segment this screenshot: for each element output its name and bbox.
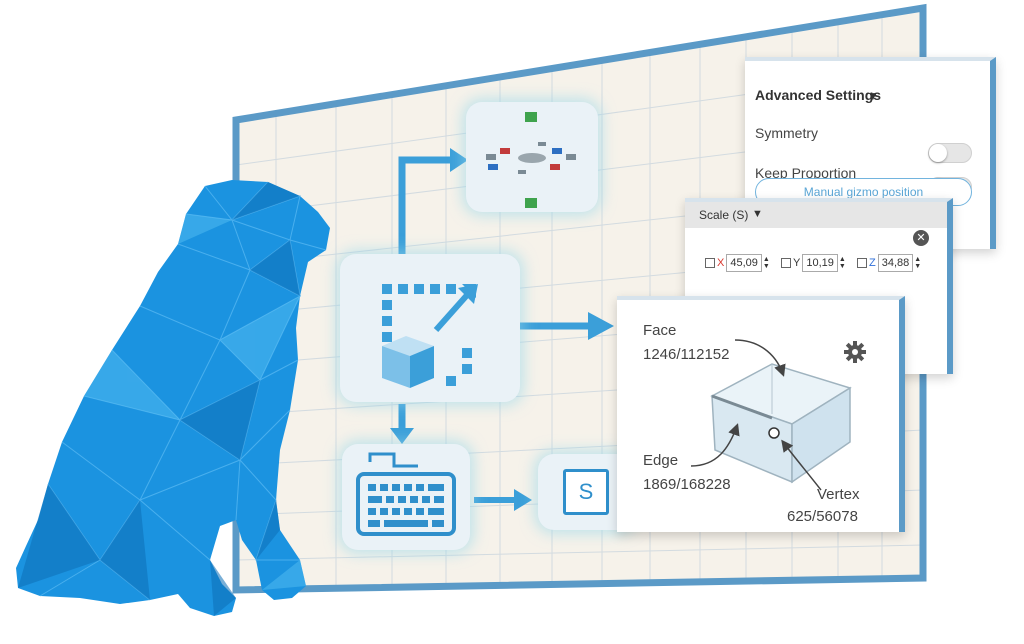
mesh-info-panel: Face 1246/112152 Edge 1869/168228 Vertex…	[617, 296, 905, 532]
z-spinner[interactable]: ▲▼	[914, 256, 922, 270]
keyboard-icon	[356, 452, 456, 536]
y-spinner[interactable]: ▲▼	[838, 256, 846, 270]
scale-header: Scale (S) ▼	[685, 202, 947, 228]
scale-node	[340, 254, 520, 402]
y-axis-label: Y	[793, 257, 801, 269]
x-value-input[interactable]: 45,09	[726, 254, 762, 272]
scale-title[interactable]: Scale (S)	[699, 208, 749, 222]
scale-x-field: X 45,09 ▲▼	[705, 254, 770, 272]
x-axis-label: X	[717, 257, 725, 269]
scale-z-field: Z 34,88 ▲▼	[857, 254, 921, 272]
symmetry-label: Symmetry	[755, 125, 818, 141]
vertex-label: Vertex	[817, 486, 860, 503]
y-value-input[interactable]: 10,19	[802, 254, 838, 272]
z-axis-label: Z	[869, 257, 876, 269]
gizmo-node	[466, 102, 598, 212]
advanced-settings-title[interactable]: Advanced Settings	[755, 87, 882, 103]
s-key: S	[563, 469, 609, 515]
x-spinner[interactable]: ▲▼	[762, 256, 770, 270]
edge-label: Edge	[643, 452, 679, 469]
chevron-down-icon[interactable]: ▼	[867, 89, 879, 103]
transform-gizmo-icon	[486, 112, 576, 208]
close-icon[interactable]: ✕	[913, 230, 929, 246]
face-label: Face	[643, 322, 677, 339]
keep-proportion-label: Keep Proportion	[755, 165, 857, 181]
dog-model	[16, 180, 330, 616]
face-count: 1246/112152	[643, 346, 730, 363]
vertex-count: 625/56078	[787, 508, 858, 525]
edge-count: 1869/168228	[643, 476, 731, 493]
z-value-input[interactable]: 34,88	[877, 254, 914, 272]
x-lock-checkbox[interactable]	[705, 258, 715, 268]
gear-icon[interactable]	[843, 340, 867, 364]
symmetry-toggle[interactable]	[928, 143, 972, 163]
mesh-box-diagram	[690, 339, 852, 491]
flow-arrows	[390, 148, 614, 511]
z-lock-checkbox[interactable]	[857, 258, 867, 268]
scale-y-field: Y 10,19 ▲▼	[781, 254, 846, 272]
scale-cube-icon	[382, 284, 478, 388]
keyboard-node	[342, 444, 470, 550]
y-lock-checkbox[interactable]	[781, 258, 791, 268]
chevron-down-icon[interactable]: ▼	[752, 208, 763, 220]
